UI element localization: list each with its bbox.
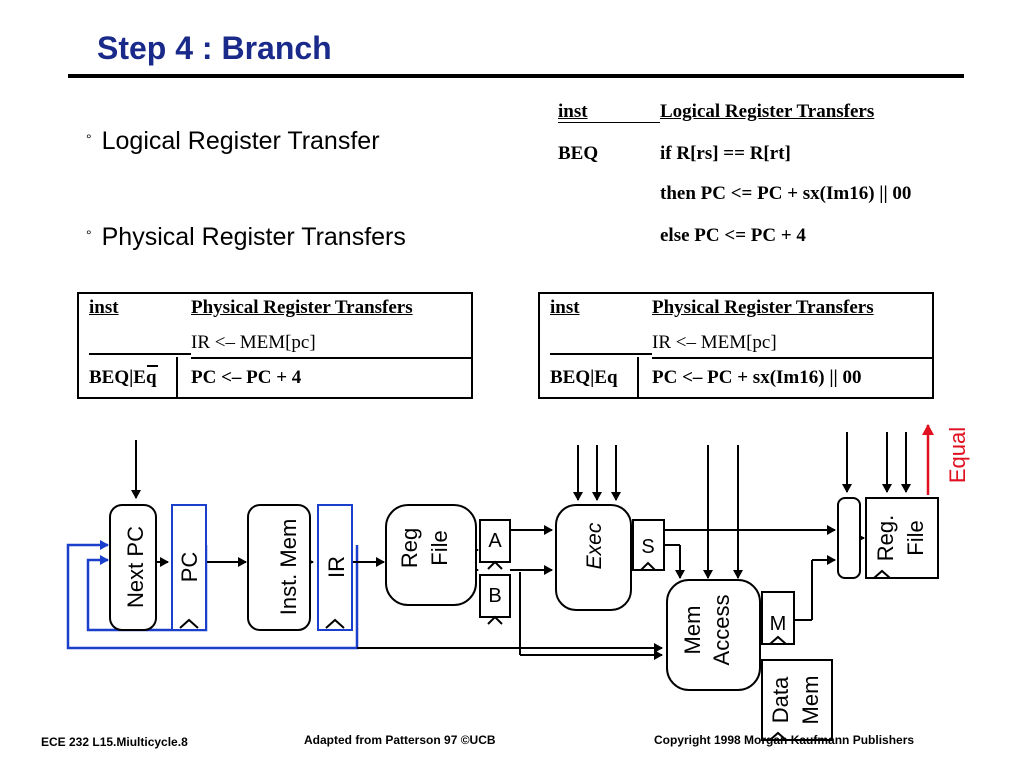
s-label: S [641, 536, 654, 558]
pc-clock-icon [179, 618, 199, 629]
mem-access-block [666, 579, 761, 691]
s-register [632, 519, 665, 571]
data-mem-clock-icon [769, 731, 787, 741]
reg-file-label-1: Reg [397, 528, 422, 568]
data-mem-label-1: Data [768, 676, 793, 723]
inst-mem-label: Inst. Mem [276, 519, 301, 616]
logical-header-transfers: Logical Register Transfers [660, 101, 875, 122]
next-pc-block [109, 504, 157, 631]
logical-row-inst: BEQ [558, 143, 599, 164]
next-pc-label: Next PC [123, 526, 148, 608]
m-label: M [770, 613, 787, 635]
a-clock-icon [487, 560, 503, 570]
bullet-physical-text: Physical Register Transfers [101, 223, 406, 251]
ir-register [317, 504, 353, 631]
a-register [479, 519, 511, 563]
pc-label: PC [177, 552, 202, 583]
logical-header-inst: inst [558, 101, 588, 122]
reg-file-out-label-2: File [903, 520, 928, 555]
bullet-logical-text: Logical Register Transfer [101, 127, 380, 155]
reg-file-block [385, 504, 477, 606]
b-register [479, 574, 511, 618]
mem-access-label-2: Access [709, 595, 734, 666]
physical-right-pc-update: PC <– PC + sx(Im16) || 00 [652, 367, 862, 388]
m-register [761, 591, 795, 645]
logical-row-1: if R[rs] == R[rt] [660, 143, 791, 164]
physical-table-right: inst Physical Register Transfers IR <– M… [538, 292, 934, 399]
physical-left-header-inst: inst [89, 297, 119, 318]
reg-file-out-block [865, 497, 939, 579]
b-clock-icon [487, 615, 503, 625]
inst-mem-block [247, 504, 311, 631]
physical-right-header-inst: inst [550, 297, 580, 318]
eq-complement-bar [147, 365, 158, 367]
reg-file-out-label-1: Reg. [873, 515, 898, 561]
physical-right-blank-line [550, 353, 652, 355]
physical-right-inst: BEQ|Eq [550, 367, 618, 388]
physical-left-fetch: IR <– MEM[pc] [191, 332, 316, 353]
s-clock-icon [640, 561, 656, 571]
physical-right-divider [652, 357, 932, 359]
footer-course: ECE 232 L15.Miulticycle.8 [41, 735, 188, 749]
bullet-physical: ° Physical Register Transfers [86, 223, 406, 252]
physical-left-vline [176, 357, 178, 397]
physical-right-header-transfers: Physical Register Transfers [652, 297, 874, 318]
bullet-mark: ° [86, 227, 92, 243]
data-mem-label-2: Mem [798, 676, 823, 725]
footer-copyright: Copyright 1998 Morgan Kaufmann Publisher… [654, 733, 915, 747]
exec-label: Exec [583, 522, 606, 569]
physical-left-inst: BEQ|Eq [89, 367, 157, 388]
ir-clock-icon [325, 618, 345, 629]
physical-right-fetch: IR <– MEM[pc] [652, 332, 777, 353]
writeback-mux [837, 497, 861, 579]
reg-file-out-clock-icon [873, 569, 891, 579]
pc-register [171, 504, 207, 631]
equal-label: Equal [945, 427, 970, 483]
logical-row-3: else PC <= PC + 4 [660, 225, 806, 246]
wires [131, 432, 911, 660]
physical-left-pc-update: PC <– PC + 4 [191, 367, 302, 388]
data-mem-block [761, 659, 833, 741]
reg-file-label-2: File [427, 530, 452, 565]
b-label: B [488, 585, 501, 607]
bullet-mark: ° [86, 131, 92, 147]
title-rule [68, 74, 964, 78]
exec-block [555, 504, 632, 611]
a-label: A [488, 530, 502, 552]
physical-right-vline [637, 357, 639, 397]
logical-header-underline [558, 122, 660, 123]
physical-left-divider [191, 357, 471, 359]
physical-table-left: inst Physical Register Transfers IR <– M… [77, 292, 473, 399]
footer-credit: Adapted from Patterson 97 ©UCB [304, 733, 496, 747]
mem-access-label-1: Mem [680, 606, 705, 655]
slide-title: Step 4 : Branch [97, 30, 332, 66]
logical-row-2: then PC <= PC + sx(Im16) || 00 [660, 183, 912, 204]
physical-left-blank-line [89, 353, 191, 355]
ir-label: IR [324, 556, 349, 578]
bullet-logical: ° Logical Register Transfer [86, 127, 380, 156]
physical-left-header-transfers: Physical Register Transfers [191, 297, 413, 318]
m-clock-icon [769, 635, 787, 645]
